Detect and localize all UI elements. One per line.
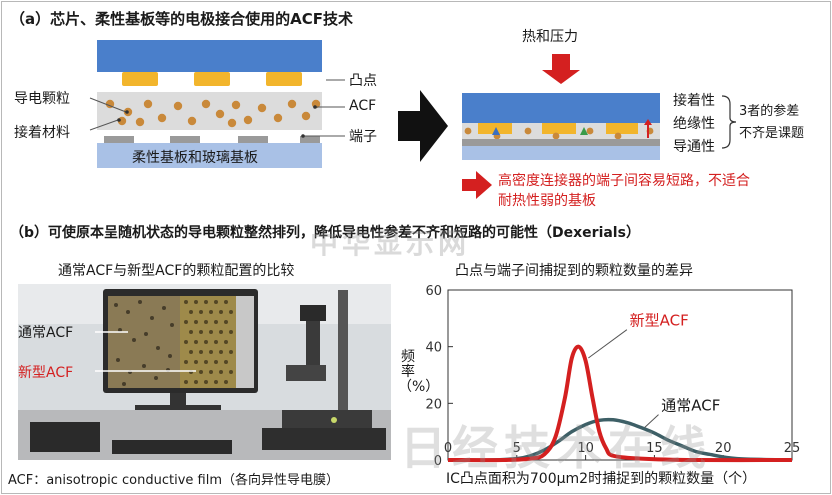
x-tick-label: 25 [784, 441, 801, 456]
particle-count-chart: 0 20 40 60 0 5 10 15 20 25 新型ACF 通常ACF [425, 284, 800, 469]
problem-arrow [462, 171, 492, 199]
chart-ylabel: 频率（%） [398, 349, 440, 395]
y-tick-label: 60 [425, 284, 442, 299]
label-heat-pressure: 热和压力 [522, 29, 578, 45]
chart-plot-area [447, 289, 793, 461]
terminal [238, 136, 268, 143]
series-label-normal-acf: 通常ACF [661, 397, 720, 415]
label-issue-line1: 3者的参差 [739, 104, 800, 119]
label-adhesion: 接着性 [673, 93, 715, 109]
watermark-bottom: 日经技术在线 [400, 421, 712, 475]
x-tick-label: 10 [577, 441, 594, 456]
section-b-title: （b）可使原本呈随机状态的导电颗粒整然排列，降低导电性参差不齐和短路的可能性（D… [10, 225, 640, 241]
bump [122, 72, 158, 86]
y-tick-label: 40 [425, 341, 442, 356]
chart-xlabel: IC凸点面积为700μm2时捕捉到的颗粒数量（个） [446, 471, 757, 487]
label-insulation: 绝缘性 [673, 116, 715, 132]
chip-block [97, 40, 322, 72]
label-issue-line2: 不齐是课题 [739, 126, 805, 141]
pressure-arrow [542, 54, 580, 84]
chip-block-bonded [462, 93, 660, 123]
acf-layer [97, 92, 322, 130]
photo-label-new: 新型ACF [18, 365, 74, 381]
bump [194, 72, 230, 86]
label-problem-line2: 耐热性弱的基板 [498, 193, 596, 209]
watermark-top: 中华显示网 [310, 227, 471, 260]
process-arrow [398, 90, 448, 162]
normal-acf-pattern [108, 296, 180, 388]
x-tick-label: 0 [444, 441, 452, 456]
x-tick-label: 5 [513, 441, 521, 456]
chart-title: 凸点与端子间捕捉到的颗粒数量的差异 [455, 263, 693, 279]
substrate-block [97, 143, 322, 168]
label-conductivity: 导通性 [673, 139, 715, 155]
series-label-new-acf: 新型ACF [630, 312, 689, 330]
footnote: ACF：anisotropic conductive film（各向异性导电膜） [8, 473, 339, 488]
terminal [170, 136, 200, 143]
label-leader-normal [644, 414, 659, 428]
y-tick-label: 20 [425, 397, 442, 412]
acf-comparison-photo [18, 284, 391, 460]
x-tick-label: 15 [646, 441, 663, 456]
label-conductive-particle: 导电颗粒 [14, 91, 70, 107]
property-brace [721, 95, 737, 149]
terminal [104, 136, 134, 143]
x-tick-label: 20 [715, 441, 732, 456]
y-tick-label: 0 [434, 454, 442, 469]
terminal [300, 136, 320, 143]
label-acf: ACF [349, 98, 377, 114]
label-bump: 凸点 [349, 73, 377, 89]
label-terminal: 端子 [349, 129, 377, 145]
bump [266, 72, 302, 86]
series-line-normal-acf [447, 417, 793, 462]
label-problem-line1: 高密度连接器的端子间容易短路，不适合 [498, 173, 750, 189]
photo-label-normal: 通常ACF [18, 325, 74, 341]
conductive-particles [105, 99, 321, 128]
label-adhesive: 接着材料 [14, 125, 70, 141]
substrate-block-bonded [462, 146, 660, 160]
label-substrate: 柔性基板和玻璃基板 [132, 150, 258, 166]
section-a-title: （a）芯片、柔性基板等的电极接合使用的ACF技术 [10, 10, 353, 28]
series-line-new-acf [447, 344, 793, 463]
label-leader-new [588, 329, 628, 359]
photo-caption: 通常ACF与新型ACF的颗粒配置的比较 [58, 263, 295, 279]
